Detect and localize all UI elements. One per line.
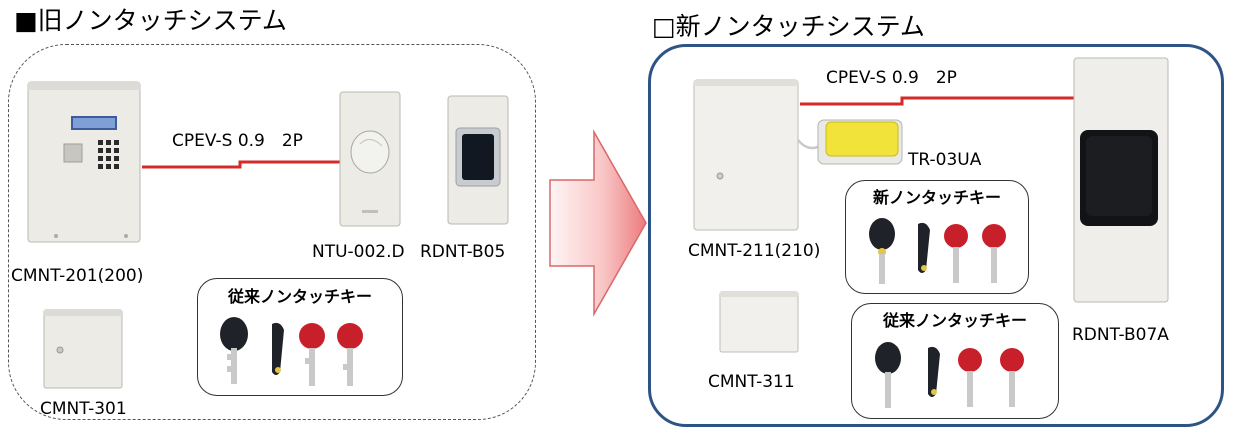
new-system-frame xyxy=(648,44,1224,427)
old-cable xyxy=(142,160,342,169)
cmnt-301-label: CMNT-301 xyxy=(40,399,127,419)
old-system-title: ■旧ノンタッチシステム xyxy=(14,6,287,35)
old-cable-label: CPEV-S 0.9 2P xyxy=(172,131,303,151)
red-key-icon xyxy=(944,224,968,283)
cmnt-301-box xyxy=(43,309,123,389)
cmnt-211-label: CMNT-211(210) xyxy=(688,241,821,261)
black-fob-key-icon xyxy=(869,218,895,284)
conventional-keys-set xyxy=(875,342,1024,408)
cmnt-201-label: CMNT-201(200) xyxy=(11,266,144,286)
old-keys-box-title: 従来ノンタッチキー xyxy=(227,287,372,306)
black-tag-icon xyxy=(928,346,940,397)
red-key-icon xyxy=(982,224,1006,283)
red-key-icon xyxy=(958,348,982,407)
rdnt-b05-reader xyxy=(447,95,509,225)
new-cable-label: CPEV-S 0.9 2P xyxy=(826,68,957,88)
tr-03ua-usb-reader xyxy=(797,119,903,165)
new-keys-box-title: 新ノンタッチキー xyxy=(872,188,1001,207)
cmnt-311-box xyxy=(719,291,799,353)
black-tag-icon xyxy=(918,222,930,273)
transition-arrow xyxy=(549,129,647,317)
rdnt-b07a-label: RDNT-B07A xyxy=(1072,325,1169,345)
red-key-icon xyxy=(299,323,325,386)
black-fob-key-icon xyxy=(875,342,901,408)
ntu-002d-label: NTU-002.D xyxy=(312,242,405,262)
old-keys-set xyxy=(220,317,363,386)
conventional-keys-box-title: 従来ノンタッチキー xyxy=(882,311,1027,330)
ntu-002d-reader xyxy=(339,91,401,227)
black-tag-icon xyxy=(272,322,284,375)
new-keys-set xyxy=(869,218,1006,284)
cmnt-311-label: CMNT-311 xyxy=(708,372,795,392)
new-cable xyxy=(800,96,1076,106)
new-system-title: □新ノンタッチシステム xyxy=(652,12,925,41)
tr-03ua-label: TR-03UA xyxy=(908,150,982,170)
red-key-icon xyxy=(337,323,363,386)
red-key-icon xyxy=(1000,348,1024,407)
cmnt-211-controller xyxy=(693,79,799,231)
old-system-frame xyxy=(8,44,536,420)
black-fob-key-icon xyxy=(220,317,248,384)
rdnt-b07a-reader xyxy=(1073,57,1169,303)
cmnt-201-controller xyxy=(27,81,141,243)
rdnt-b05-label: RDNT-B05 xyxy=(420,242,506,262)
